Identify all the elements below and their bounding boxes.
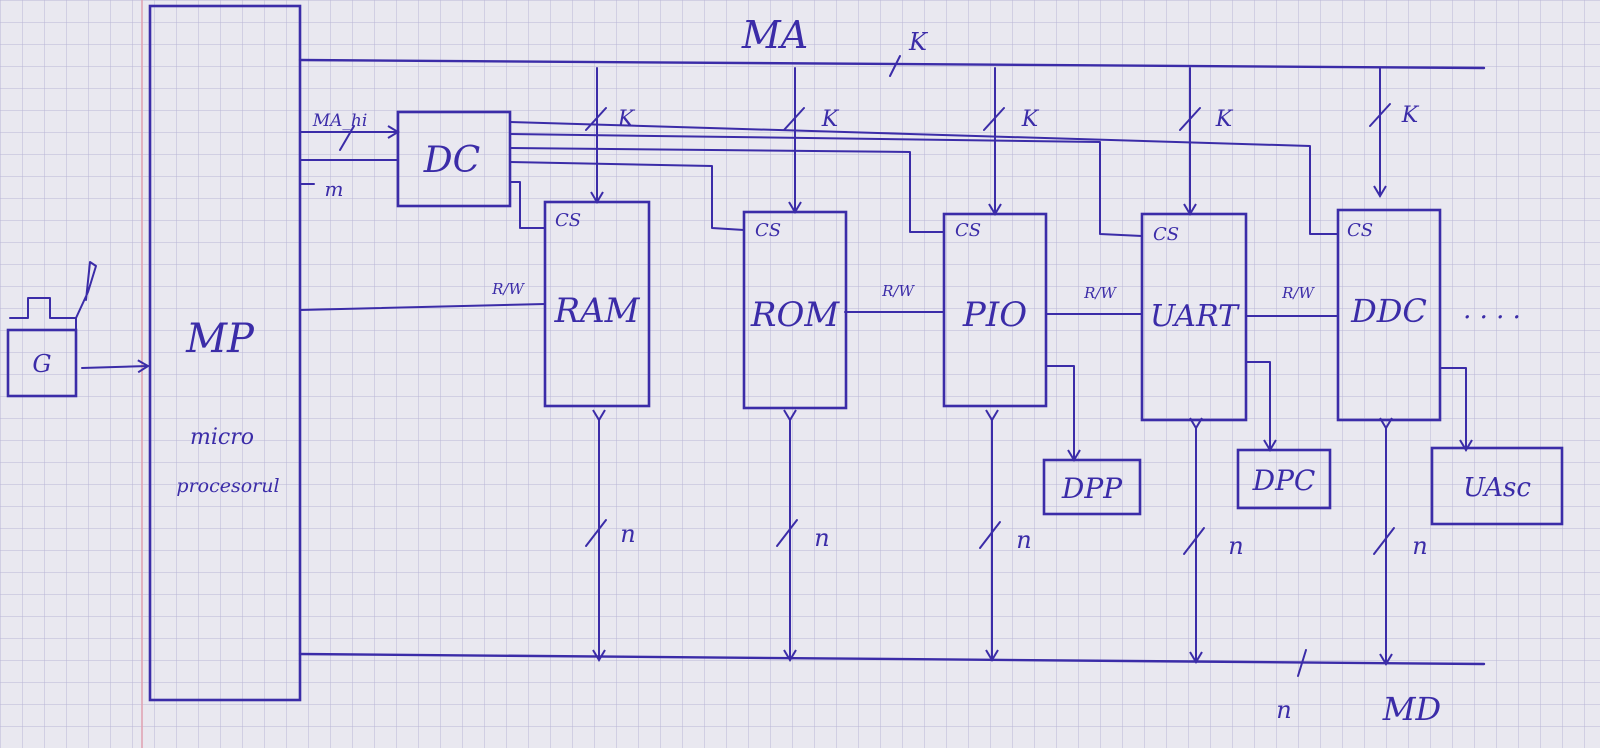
module-ram-n: n xyxy=(620,520,635,548)
rw-control-line xyxy=(299,303,546,311)
module-uart-k: K xyxy=(1215,107,1234,132)
module-rom-label: ROM xyxy=(750,295,840,335)
module-pio: PIO CS R/W K n xyxy=(881,67,1081,662)
module-rom-k: K xyxy=(821,107,840,132)
processor-caption-1: micro xyxy=(190,425,254,450)
peripheral-uasc: UAsc xyxy=(1430,446,1564,526)
module-ddc-rw: R/W xyxy=(1281,284,1315,302)
module-uart-cs: CS xyxy=(1153,224,1179,245)
module-ddc-k: K xyxy=(1401,103,1420,128)
module-uart-rw: R/W xyxy=(1083,284,1117,302)
data-bus: MD n xyxy=(298,649,1486,728)
microprocessor-block: MP micro procesorul xyxy=(148,4,302,702)
processor-label: MP xyxy=(185,316,255,362)
decoder-block: DC MA_hi m xyxy=(299,110,1339,237)
module-pio-rw: R/W xyxy=(881,282,915,300)
module-uart-n: n xyxy=(1228,532,1243,560)
peripheral-dpc-label: DPC xyxy=(1252,464,1316,497)
module-ddc-label: DDC xyxy=(1350,292,1427,330)
module-rom: ROM CS K n xyxy=(742,67,848,662)
peripheral-dpp: DPP xyxy=(1042,458,1142,516)
decoder-label: DC xyxy=(423,140,480,181)
module-ddc: DDC CS R/W K n · · · · xyxy=(1281,67,1521,666)
module-uart: UART CS R/W K n xyxy=(1083,67,1277,664)
module-ram: RAM CS R/W K n xyxy=(491,67,651,662)
module-uart-label: UART xyxy=(1150,299,1240,334)
continuation-dots: · · · · xyxy=(1463,303,1521,333)
module-ram-label: RAM xyxy=(554,291,641,331)
data-bus-width: n xyxy=(1276,696,1291,724)
data-bus-label: MD xyxy=(1382,690,1441,728)
clock-generator: G xyxy=(6,261,150,398)
address-bus-width: K xyxy=(908,28,929,56)
module-rom-cs: CS xyxy=(755,220,781,241)
peripheral-dpp-label: DPP xyxy=(1061,472,1123,505)
decoder-input-label: MA_hi xyxy=(312,111,368,131)
module-ddc-cs: CS xyxy=(1347,220,1373,241)
module-ram-k: K xyxy=(617,107,636,132)
module-pio-label: PIO xyxy=(962,295,1027,335)
module-ram-rw: R/W xyxy=(491,280,525,298)
module-pio-n: n xyxy=(1016,526,1031,554)
address-bus: MA K xyxy=(298,13,1486,77)
module-pio-k: K xyxy=(1021,107,1040,132)
clock-label: G xyxy=(32,350,51,378)
decoder-bits-label: m xyxy=(325,177,344,201)
processor-caption-2: procesorul xyxy=(176,475,279,497)
address-bus-label: MA xyxy=(741,13,808,57)
module-pio-cs: CS xyxy=(955,220,981,241)
module-rom-n: n xyxy=(814,524,829,552)
module-ram-cs: CS xyxy=(555,210,581,231)
peripheral-dpc: DPC xyxy=(1236,448,1332,510)
module-ddc-n: n xyxy=(1412,532,1427,560)
peripheral-uasc-label: UAsc xyxy=(1463,473,1531,503)
